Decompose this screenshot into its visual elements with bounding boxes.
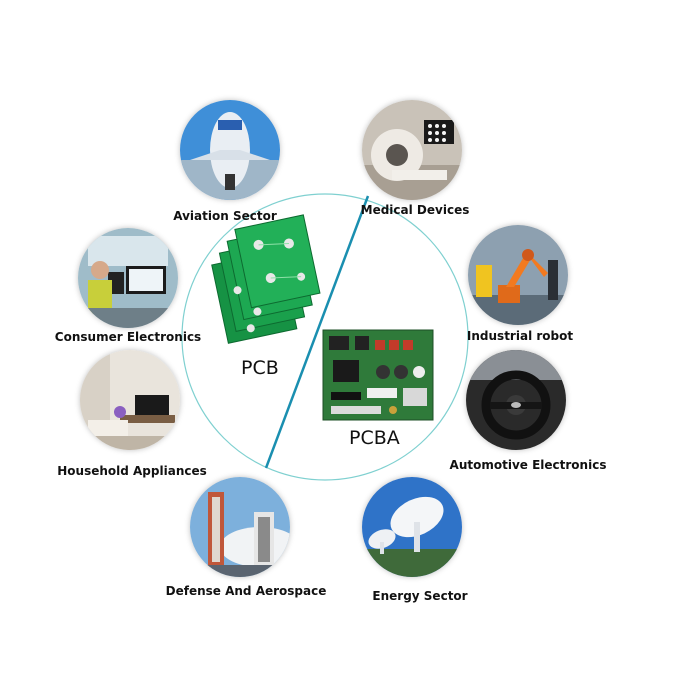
label-medical: Medical Devices — [360, 203, 470, 217]
satellite-dish-icon — [362, 477, 462, 577]
airplane-icon — [180, 100, 280, 200]
defense-photo — [190, 477, 290, 577]
consumer-photo — [78, 228, 178, 328]
pcba-label: PCBA — [349, 427, 400, 449]
industrial-photo — [468, 225, 568, 325]
label-consumer: Consumer Electronics — [54, 330, 202, 344]
aviation-photo — [180, 100, 280, 200]
label-industrial: Industrial robot — [466, 329, 574, 343]
energy-photo — [362, 477, 462, 577]
label-aviation: Aviation Sector — [173, 209, 277, 223]
center-circle — [181, 193, 469, 481]
center-divider — [264, 195, 370, 469]
label-automotive: Automotive Electronics — [449, 458, 607, 472]
computer-workstation-icon — [78, 228, 178, 328]
label-defense: Defense And Aerospace — [165, 584, 327, 598]
label-household: Household Appliances — [57, 464, 207, 478]
medical-photo — [362, 100, 462, 200]
pcba-board-image — [322, 329, 434, 421]
rocket-launch-tower-icon — [190, 477, 290, 577]
mri-scanner-icon — [362, 100, 462, 200]
label-energy: Energy Sector — [372, 589, 468, 603]
household-photo — [80, 350, 180, 450]
living-room-icon — [80, 350, 180, 450]
steering-wheel-icon — [466, 350, 566, 450]
pcb-label: PCB — [241, 357, 279, 379]
pcb-boards-image — [211, 214, 321, 344]
automotive-photo — [466, 350, 566, 450]
robot-arm-icon — [468, 225, 568, 325]
